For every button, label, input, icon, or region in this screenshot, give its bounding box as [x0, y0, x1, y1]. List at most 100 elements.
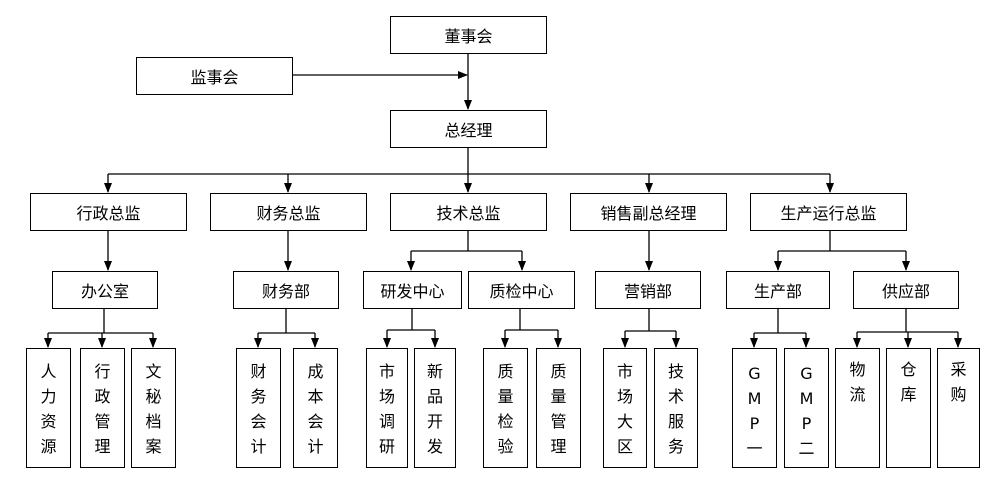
- team-box: 采购: [937, 348, 980, 468]
- team-box: 行政管理: [80, 348, 125, 468]
- department-box: 质检中心: [468, 271, 575, 309]
- board-box: 董事会: [390, 16, 547, 54]
- team-label-char: 品: [426, 387, 443, 406]
- team-label-char: M: [747, 389, 762, 408]
- department-label: 生产部: [753, 282, 802, 301]
- team-label-char: 力: [40, 387, 57, 406]
- team-label-char: 财: [250, 362, 267, 381]
- team-label-char: 场: [378, 387, 395, 406]
- director-label: 技术总监: [436, 204, 501, 223]
- team-label-char: 理: [94, 437, 111, 456]
- department-box: 办公室: [52, 271, 158, 309]
- team-label-char: M: [799, 389, 814, 408]
- team-box: 质量管理: [536, 348, 581, 468]
- team-label-char: 验: [497, 437, 514, 456]
- team-label-char: 文: [145, 362, 162, 381]
- team-label-char: G: [748, 364, 761, 383]
- team-label-char: 本: [307, 387, 324, 406]
- director-label: 行政总监: [76, 204, 141, 223]
- department-label: 研发中心: [380, 282, 445, 301]
- team-box: 质量检验: [483, 348, 528, 468]
- director-label: 财务总监: [256, 204, 321, 223]
- team-box: 人力资源: [26, 348, 71, 468]
- team-box: 市场大区: [603, 348, 647, 468]
- team-label-char: 量: [497, 387, 514, 406]
- department-box: 研发中心: [363, 271, 462, 309]
- department-box: 财务部: [233, 271, 339, 309]
- director-box: 行政总监: [30, 193, 187, 231]
- team-label-char: 调: [378, 412, 395, 431]
- team-label-char: P: [801, 414, 812, 433]
- department-box: 营销部: [595, 271, 701, 309]
- team-label-char: 一: [746, 439, 763, 458]
- team-box: 新品开发: [414, 348, 456, 468]
- team-label-char: G: [800, 364, 813, 383]
- department-label: 办公室: [80, 282, 129, 301]
- team-label-char: 服: [667, 412, 684, 431]
- gm-box: 总经理: [390, 110, 547, 148]
- board-label: 董事会: [444, 27, 493, 46]
- team-box: 财务会计: [236, 348, 281, 468]
- team-label-char: 研: [378, 437, 395, 456]
- team-label-char: 务: [667, 437, 684, 456]
- team-box: 文秘档案: [131, 348, 176, 468]
- team-label-char: 源: [40, 437, 57, 456]
- department-box: 供应部: [853, 271, 959, 309]
- director-box: 财务总监: [210, 193, 367, 231]
- gm-label: 总经理: [444, 121, 493, 140]
- supervisory-box: 监事会: [136, 57, 293, 95]
- department-label: 营销部: [623, 282, 672, 301]
- team-label-char: 场: [616, 387, 633, 406]
- team-label-char: 市: [378, 362, 395, 381]
- team-label-char: 务: [250, 387, 267, 406]
- team-label-char: 资: [40, 412, 57, 431]
- team-box: 物流: [835, 348, 880, 468]
- team-label-char: 仓: [900, 360, 917, 379]
- team-label-char: 市: [616, 362, 633, 381]
- team-box: 仓库: [886, 348, 931, 468]
- team-label-char: 流: [849, 385, 866, 404]
- team-label-char: 案: [145, 437, 162, 456]
- team-box: 技术服务: [654, 348, 698, 468]
- team-label-char: 理: [550, 437, 567, 456]
- department-box: 生产部: [726, 271, 830, 309]
- team-label-char: 成: [307, 362, 324, 381]
- director-label: 销售副总经理: [600, 204, 697, 223]
- team-label-char: 采: [950, 360, 967, 379]
- team-label-char: 检: [497, 412, 514, 431]
- team-label-char: 会: [307, 412, 324, 431]
- team-label-char: 管: [550, 412, 567, 431]
- department-label: 质检中心: [489, 282, 554, 301]
- team-box: 市场调研: [366, 348, 408, 468]
- team-label-char: 二: [798, 439, 815, 458]
- team-label-char: 档: [145, 412, 162, 431]
- director-box: 生产运行总监: [750, 193, 907, 231]
- team-label-char: 质: [497, 362, 514, 381]
- team-label-char: 人: [40, 362, 57, 381]
- team-label-char: 术: [667, 387, 684, 406]
- team-box: 成本会计: [293, 348, 338, 468]
- team-label-char: 技: [667, 362, 684, 381]
- team-label-char: 计: [250, 437, 267, 456]
- department-label: 供应部: [881, 282, 930, 301]
- team-label-char: 质: [550, 362, 567, 381]
- director-box: 技术总监: [390, 193, 547, 231]
- team-label-char: 库: [900, 385, 917, 404]
- team-label-char: 会: [250, 412, 267, 431]
- team-label-char: 秘: [145, 387, 162, 406]
- director-box: 销售副总经理: [570, 193, 727, 231]
- team-label-char: 开: [426, 412, 443, 431]
- team-label-char: 大: [616, 412, 633, 431]
- team-label-char: 管: [94, 412, 111, 431]
- team-label-char: 物: [849, 360, 866, 379]
- team-label-char: 新: [426, 362, 443, 381]
- team-label-char: 政: [94, 387, 111, 406]
- team-label-char: 量: [550, 387, 567, 406]
- team-label-char: 行: [94, 362, 111, 381]
- director-label: 生产运行总监: [780, 204, 877, 223]
- team-label-char: 计: [307, 437, 324, 456]
